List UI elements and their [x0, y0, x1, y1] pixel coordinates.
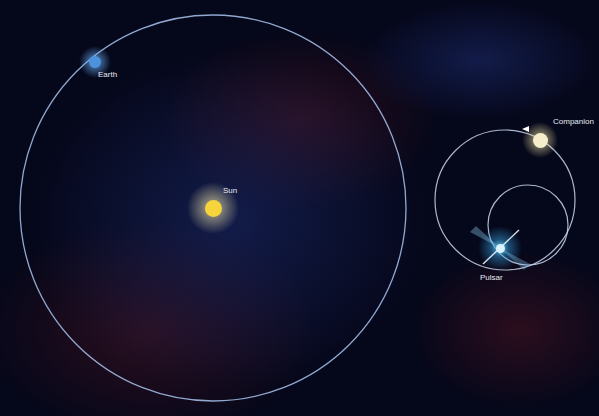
companion-glow	[522, 122, 558, 158]
pulsar-glow	[478, 226, 522, 270]
body-label: Earth	[98, 70, 117, 80]
body-disc-fill	[89, 56, 101, 68]
body-label: Pulsar	[480, 273, 503, 283]
earth-planet: Earth	[89, 56, 101, 68]
body-label: Sun	[223, 186, 237, 196]
sun-glow	[187, 182, 239, 234]
pulsar-beam-cone	[470, 226, 500, 248]
pulsar-star: Pulsar	[496, 244, 505, 253]
body-disc-fill	[533, 133, 548, 148]
sun-star: Sun	[205, 200, 222, 217]
earth-orbit	[20, 15, 406, 401]
pulsar-beam-cone	[500, 248, 530, 270]
body-disc	[496, 244, 505, 253]
body-label: Companion	[553, 117, 594, 127]
body-disc	[205, 200, 222, 217]
body-disc	[89, 56, 101, 68]
body-disc-fill	[205, 200, 222, 217]
companion-star: Companion	[533, 133, 548, 148]
body-disc	[533, 133, 548, 148]
body-disc-fill	[496, 244, 505, 253]
